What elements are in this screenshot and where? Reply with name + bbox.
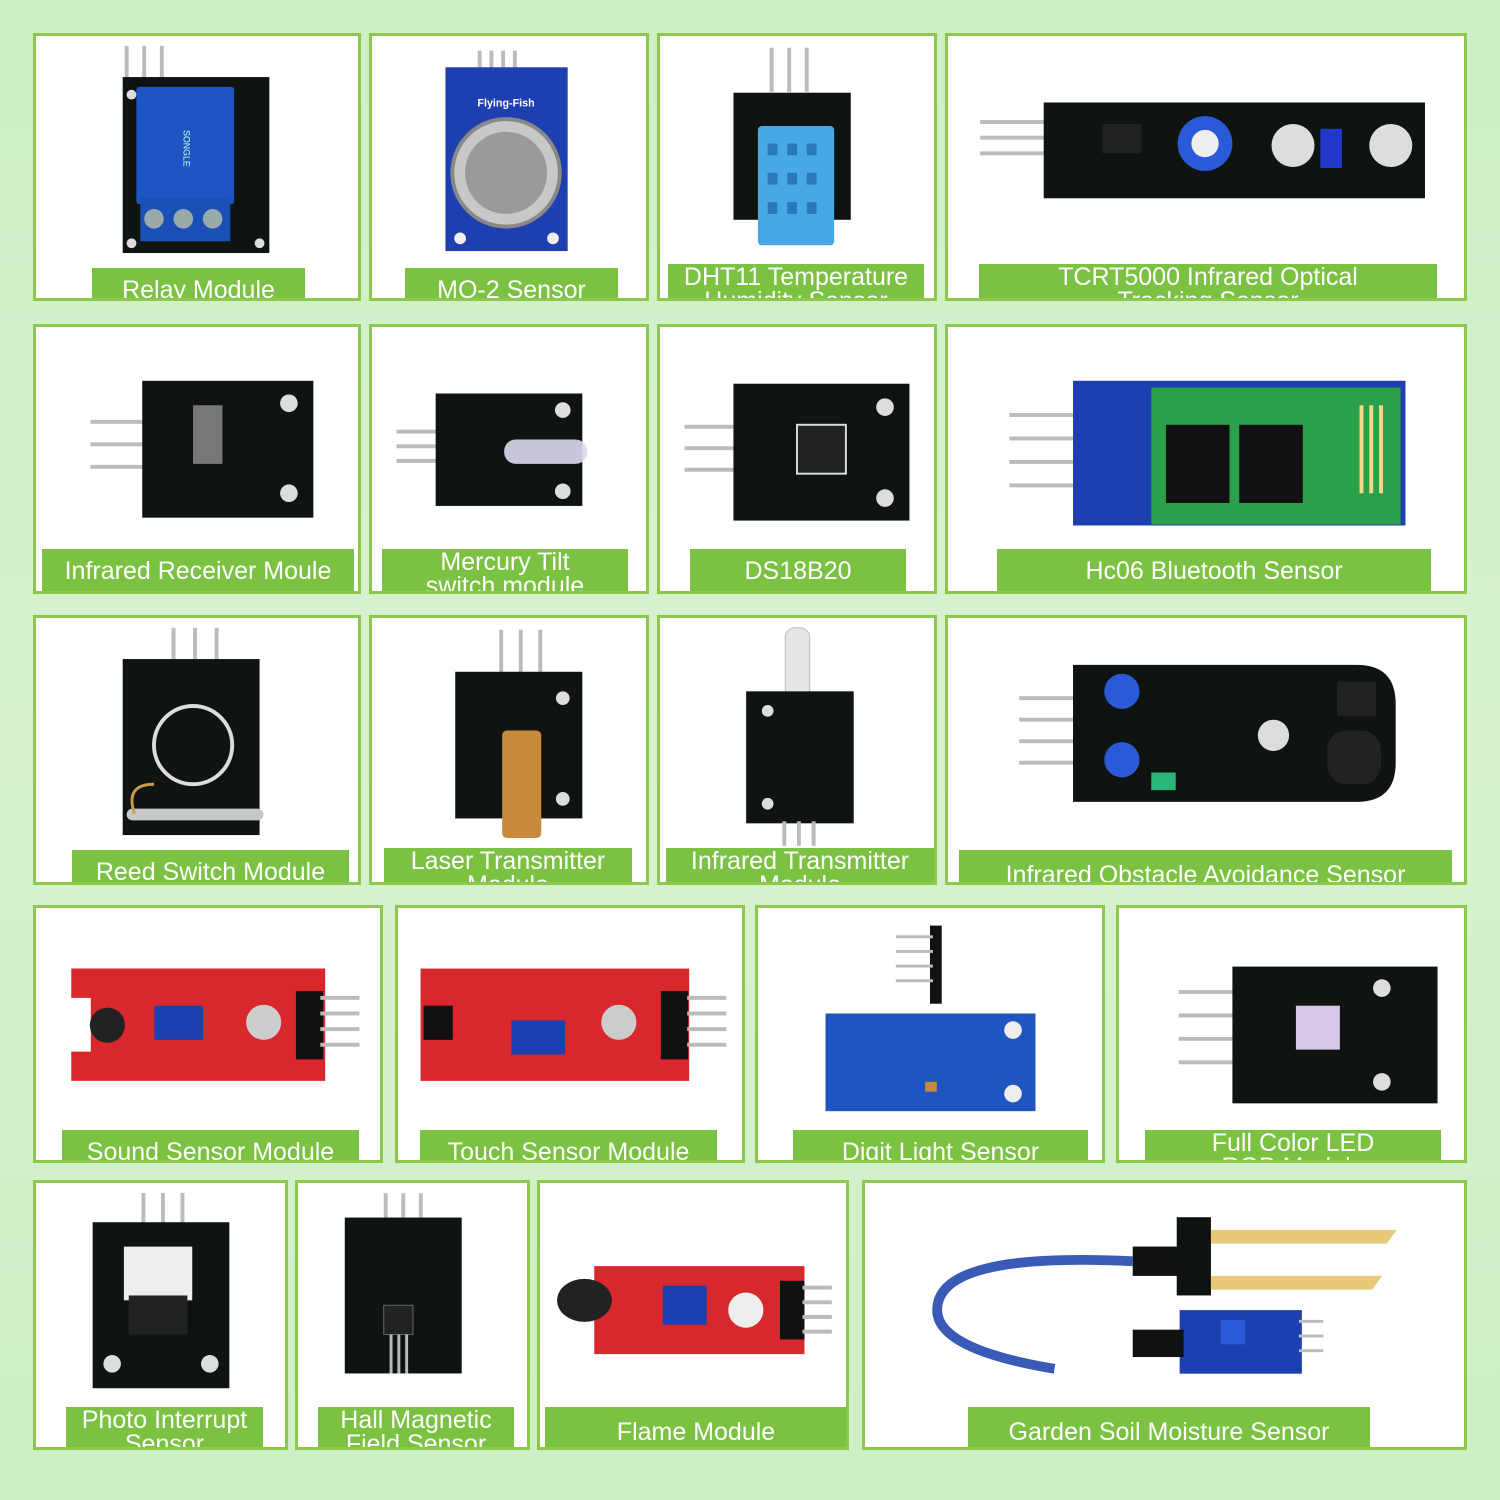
label-laser: Laser Transmitter Module [384,848,632,882]
label-ir-transmitter: Infrared Transmitter Module [666,848,934,882]
tcrt5000-card: TCRT5000 Infrared Optical Tracking Senso… [945,33,1467,301]
mq2-sensor-card: Flying-Fish MQ-2 Sensor [369,33,649,301]
ir-transmitter-card: Infrared Transmitter Module [657,615,937,885]
laser-image [455,629,583,838]
label-dht11: DHT11 Temperature Humidity Sensor [668,264,924,298]
flame-module-card: Flame Module [537,1180,849,1450]
dht11-image [733,47,851,246]
sound-sensor-card: Sound Sensor Module [33,905,383,1163]
ir-transmitter-image [746,627,854,846]
label-ir-obstacle: Infrared Obstacle Avoidance Sensor [959,850,1452,882]
label-tcrt5000: TCRT5000 Infrared Optical Tracking Senso… [979,264,1437,298]
label-hall-sensor: Hall Magnetic Field Sensor [318,1407,514,1447]
mercury-tilt-card: Mercury Tilt switch module [369,324,649,594]
label-rgb-led: Full Color LED RGB Module [1145,1130,1441,1160]
soil-moisture-card: Garden Soil Moisture Sensor [862,1180,1467,1450]
mq2-part-text: Flying-Fish [477,97,534,109]
label-mq2: MQ-2 Sensor [405,268,618,298]
label-photo-interrupt: Photo Interrupt Sensor [66,1407,263,1447]
digit-light-card: Digit Light Sensor [755,905,1105,1163]
ir-receiver-image [90,380,314,518]
touch-sensor-card: Touch Sensor Module [395,905,745,1163]
label-soil-moisture: Garden Soil Moisture Sensor [968,1407,1370,1447]
label-hc06: Hc06 Bluetooth Sensor [997,549,1431,591]
label-ds18b20: DS18B20 [690,549,906,591]
label-sound-sensor: Sound Sensor Module [62,1130,359,1160]
ds18b20-image [684,383,910,521]
laser-card: Laser Transmitter Module [369,615,649,885]
tcrt5000-image [980,102,1425,199]
touch-sensor-image [420,968,727,1081]
hc06-image [1009,380,1406,526]
label-ir-receiver: Infrared Receiver Moule [42,549,354,591]
label-reed-switch: Reed Switch Module [72,850,349,882]
rgb-led-image [1178,966,1438,1104]
photo-interrupt-image [92,1192,230,1389]
label-digit-light: Digit Light Sensor [793,1130,1088,1160]
hall-sensor-card: Hall Magnetic Field Sensor [295,1180,530,1450]
label-touch-sensor: Touch Sensor Module [420,1130,717,1160]
relay-module-card: SONGLE Relay Module [33,33,361,301]
hc06-card: Hc06 Bluetooth Sensor [945,324,1467,594]
digit-light-image [825,925,1036,1112]
soil-moisture-image [932,1217,1397,1374]
reed-switch-image [122,627,264,836]
photo-interrupt-card: Photo Interrupt Sensor [33,1180,288,1450]
mercury-tilt-image [396,393,588,506]
relay-module-image: SONGLE [122,45,270,254]
rgb-led-card: Full Color LED RGB Module [1116,905,1467,1163]
sound-sensor-image [71,968,360,1081]
reed-switch-card: Reed Switch Module [33,615,361,885]
hall-sensor-image [344,1193,462,1374]
ir-obstacle-card: Infrared Obstacle Avoidance Sensor [945,615,1467,885]
dht11-card: DHT11 Temperature Humidity Sensor [657,33,937,301]
ir-obstacle-image [1019,664,1396,802]
relay-part-text: SONGLE [181,130,191,167]
mq2-sensor-image: Flying-Fish [445,50,568,252]
ds18b20-card: DS18B20 [657,324,937,594]
flame-module-image [557,1266,832,1355]
label-mercury-tilt: Mercury Tilt switch module [382,549,628,591]
label-flame-module: Flame Module [545,1407,846,1447]
label-relay: Relay Module [92,268,305,298]
ir-receiver-card: Infrared Receiver Moule [33,324,361,594]
